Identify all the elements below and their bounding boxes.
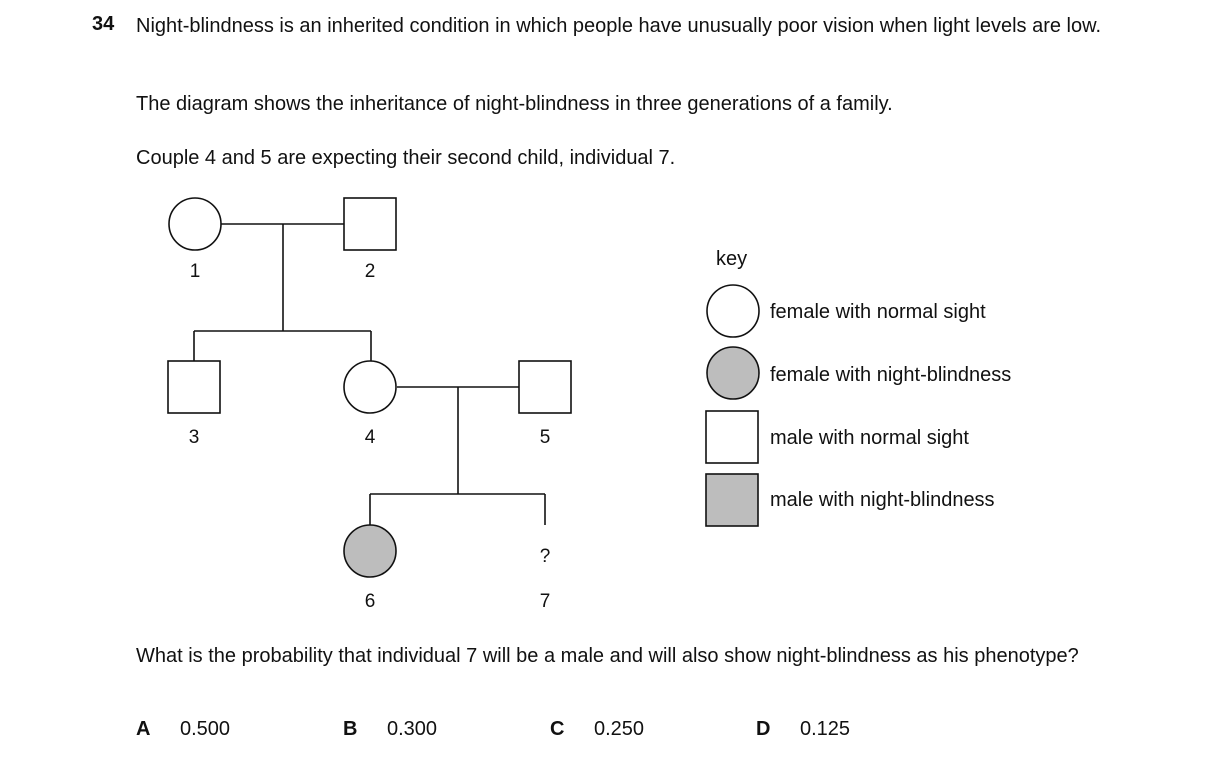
couple-description: Couple 4 and 5 are expecting their secon…	[136, 147, 676, 169]
label-individual-4: 4	[365, 427, 376, 448]
individual-3-male-normal	[167, 360, 221, 414]
key-label-female-affected: female with night-blindness	[770, 364, 1011, 386]
key-label-male-normal: male with normal sight	[770, 427, 969, 449]
label-individual-7: 7	[540, 591, 551, 612]
individual-1-female-normal	[168, 197, 222, 251]
key-label-female-normal: female with normal sight	[770, 301, 986, 323]
individual-5-male-normal	[518, 360, 572, 414]
key-title: key	[716, 248, 747, 270]
individual-4-female-normal	[343, 360, 397, 414]
key-symbol-female-affected	[706, 346, 760, 400]
label-individual-1: 1	[190, 261, 201, 282]
label-individual-5: 5	[540, 427, 551, 448]
option-c-letter[interactable]: C	[550, 718, 565, 740]
question-prompt: What is the probability that individual …	[136, 645, 1079, 667]
option-d-letter[interactable]: D	[756, 718, 771, 740]
option-b-letter[interactable]: B	[343, 718, 358, 740]
individual-6-female-affected	[343, 524, 397, 578]
individual-2-male-normal	[343, 197, 397, 251]
unknown-mark-individual-7: ?	[540, 546, 551, 567]
label-individual-6: 6	[365, 591, 376, 612]
key-symbol-male-normal	[705, 410, 759, 464]
option-a-letter[interactable]: A	[136, 718, 151, 740]
key-label-male-affected: male with night-blindness	[770, 489, 995, 511]
option-b-value[interactable]: 0.300	[387, 718, 438, 740]
label-individual-3: 3	[189, 427, 200, 448]
option-d-value[interactable]: 0.125	[800, 718, 851, 740]
key-symbol-female-normal	[706, 284, 760, 338]
question-number: 34	[92, 13, 115, 35]
option-a-value[interactable]: 0.500	[180, 718, 231, 740]
option-c-value[interactable]: 0.250	[594, 718, 645, 740]
question-stem: Night-blindness is an inherited conditio…	[136, 15, 1102, 37]
label-individual-2: 2	[365, 261, 376, 282]
key-symbol-male-affected	[705, 473, 759, 527]
diagram-description: The diagram shows the inheritance of nig…	[136, 93, 893, 115]
